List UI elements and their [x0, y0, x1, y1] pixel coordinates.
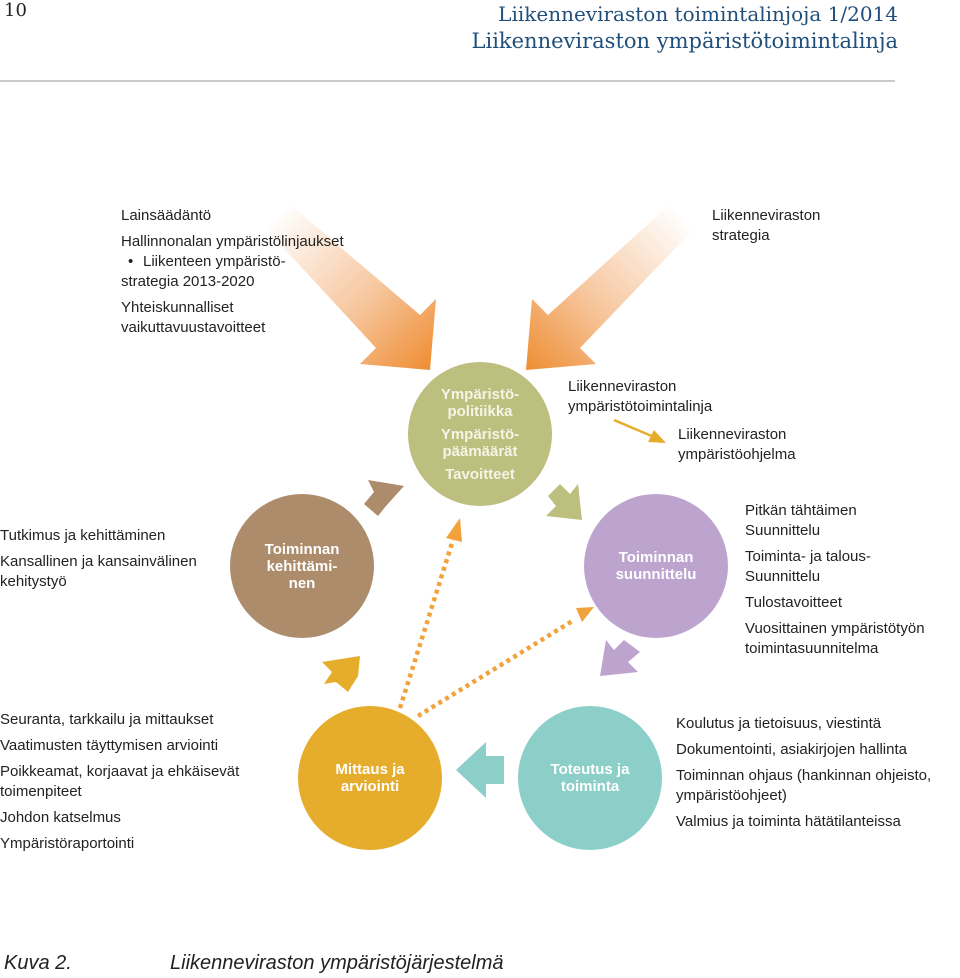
long-term-line1: Pitkän tähtäimen	[745, 502, 857, 519]
program-line2: ympäristöohjelma	[678, 446, 796, 463]
dotted-arrow-to-policy-head	[446, 518, 462, 542]
results-line: Tulostavoitteet	[745, 594, 842, 611]
annual-line2: toimintasuunnitelma	[745, 640, 879, 657]
dotted-arrow-to-policy	[397, 539, 456, 709]
policy-line1: Liikenneviraston	[568, 378, 677, 395]
program-line1: Liikenneviraston	[678, 426, 787, 443]
bullet-line2: strategia 2013-2020	[121, 273, 255, 290]
policy-text: Liikenneviraston ympäristötoimintalinja	[568, 377, 712, 417]
social-goals-line2: vaikuttavuustavoitteet	[121, 319, 266, 336]
figure-caption: Liikenneviraston ympäristöjärjestelmä	[170, 952, 504, 974]
control-line1: Toiminnan ohjaus (hankinnan ohjeisto,	[676, 767, 932, 784]
inputs-top-left: Lainsäädäntö Hallinnonalan ympäristölinj…	[121, 206, 361, 338]
bullet-line1: Liikenteen ympäristö-	[143, 253, 286, 270]
header-rule	[0, 80, 895, 82]
implementation-circle-l2: toiminta	[560, 778, 620, 795]
implementation-text: Koulutus ja tietoisuus, viestintä Dokume…	[676, 714, 960, 832]
operational-line2: Suunnittelu	[745, 568, 821, 585]
cooperation-line1: Kansallinen ja kansainvälinen	[0, 553, 197, 570]
deviations-line1: Poikkeamat, korjaavat ja ehkäisevät	[0, 763, 240, 780]
program-text: Liikenneviraston ympäristöohjelma	[678, 425, 796, 465]
bullet-icon: •	[128, 253, 134, 270]
emergency-line: Valmius ja toiminta hätätilanteissa	[676, 813, 901, 830]
annual-line1: Vuosittainen ympäristötyön	[745, 620, 925, 637]
deviations-line2: toimenpiteet	[0, 783, 82, 800]
research-line: Tutkimus ja kehittäminen	[0, 527, 166, 544]
development-circle-l3: nen	[288, 574, 316, 592]
planning-circle-l1: Toiminnan	[618, 549, 694, 566]
development-circle-l1: Toiminnan	[264, 540, 340, 558]
page-number: 10	[4, 0, 27, 21]
arrow-development-to-policy	[364, 480, 404, 516]
review-line: Johdon katselmus	[0, 809, 121, 826]
implementation-circle-l1: Toteutus ja	[550, 761, 630, 778]
long-term-line2: Suunnittelu	[745, 522, 821, 539]
policy-circle-l1: Ympäristö-	[440, 385, 520, 403]
planning-circle-l2: suunnittelu	[615, 566, 697, 583]
policy-circle-l5: Tavoitteet	[445, 465, 515, 483]
arrow-implementation-to-measurement	[456, 742, 504, 798]
training-line: Koulutus ja tietoisuus, viestintä	[676, 715, 882, 732]
development-circle-l2: kehittämi-	[266, 557, 338, 575]
arrow-planning-to-implementation	[600, 640, 640, 676]
input-arrow-left	[268, 206, 436, 370]
operational-line1: Toiminta- ja talous-	[745, 548, 871, 565]
dotted-arrow-to-planning-head	[576, 607, 594, 622]
figure-label: Kuva 2.	[4, 952, 72, 974]
arrow-measurement-to-development	[322, 656, 360, 692]
implementation-circle: Toteutus ja toiminta	[518, 706, 662, 850]
input-arrow-right	[526, 206, 692, 370]
research-text: Tutkimus ja kehittäminen Kansallinen ja …	[0, 526, 197, 592]
strategy-line2: strategia	[712, 227, 770, 244]
compliance-line: Vaatimusten täyttymisen arviointi	[0, 737, 219, 754]
inputs-top-right: Liikenneviraston strategia	[712, 206, 820, 246]
control-line2: ympäristöohjeet)	[676, 787, 787, 804]
arrow-policy-to-planning	[546, 484, 582, 520]
planning-text: Pitkän tähtäimen Suunnittelu Toiminta- j…	[745, 501, 959, 659]
documentation-line: Dokumentointi, asiakirjojen hallinta	[676, 741, 907, 758]
measurement-circle: Mittaus ja arviointi	[298, 706, 442, 850]
program-connector-line	[613, 418, 655, 439]
cooperation-line2: kehitystyö	[0, 573, 67, 590]
policy-line2: ympäristötoimintalinja	[568, 398, 713, 415]
development-circle: Toiminnan kehittämi- nen	[230, 494, 374, 638]
policy-circle: Ympäristö- politiikka Ympäristö- päämäär…	[408, 362, 552, 506]
dotted-arrow-to-planning	[416, 618, 576, 718]
measurement-circle-l1: Mittaus ja	[335, 761, 405, 778]
reporting-line: Ympäristöraportointi	[0, 835, 135, 852]
program-connector-head	[648, 430, 666, 443]
legislation-text: Lainsäädäntö	[121, 207, 212, 224]
policy-circle-l3: Ympäristö-	[440, 425, 520, 443]
measurement-circle-l2: arviointi	[340, 778, 400, 795]
strategy-line1: Liikenneviraston	[712, 207, 821, 224]
measurement-text: Seuranta, tarkkailu ja mittaukset Vaatim…	[0, 710, 290, 854]
planning-circle: Toiminnan suunnittelu	[584, 494, 728, 638]
monitoring-line: Seuranta, tarkkailu ja mittaukset	[0, 711, 214, 728]
policy-circle-l4: päämäärät	[442, 442, 518, 460]
social-goals-line1: Yhteiskunnalliset	[121, 299, 234, 316]
bullet-item: • Liikenteen ympäristö-	[121, 252, 361, 272]
policy-circle-l2: politiikka	[447, 402, 513, 420]
page-title: Liikenneviraston ympäristötoimintalinja	[471, 29, 898, 53]
guidelines-text: Hallinnonalan ympäristölinjaukset	[121, 233, 344, 250]
header-series: Liikenneviraston toimintalinjoja 1/2014	[498, 2, 898, 26]
